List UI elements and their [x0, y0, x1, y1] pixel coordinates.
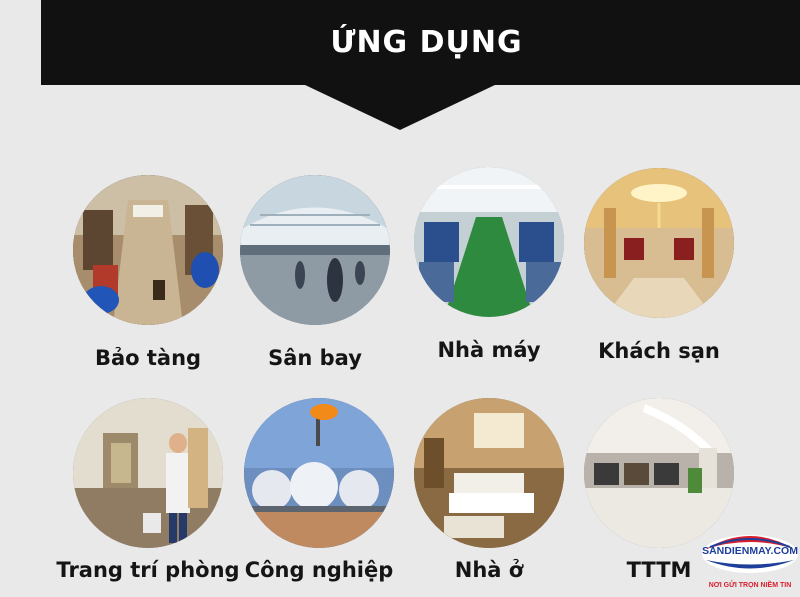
- airport-photo: [240, 175, 390, 325]
- application-label: Nhà máy: [437, 338, 541, 362]
- factory-photo: [414, 167, 564, 317]
- application-item-house: Nhà ở: [414, 398, 564, 582]
- application-label: Trang trí phòng: [56, 558, 240, 582]
- application-item-room-decoration: Trang trí phòng: [56, 398, 240, 582]
- hotel-photo: [584, 168, 734, 318]
- application-item-museum: Bảo tàng: [73, 175, 223, 370]
- brand-logo-graphic: [702, 535, 798, 573]
- header-banner: [41, 0, 800, 85]
- industry-photo: [244, 398, 394, 548]
- application-label: Công nghiệp: [244, 558, 394, 582]
- brand-name: SANDIENMAY.COM: [702, 545, 798, 557]
- room-decoration-photo: [73, 398, 223, 548]
- application-label: TTTM: [626, 558, 692, 582]
- application-label: Bảo tàng: [94, 346, 202, 370]
- page-title: Ứng dụng: [330, 25, 523, 60]
- application-item-hotel: Khách sạn: [584, 168, 734, 363]
- application-label: Khách sạn: [598, 339, 720, 363]
- shopping-mall-photo: [584, 398, 734, 548]
- banner-arrow: [303, 84, 497, 130]
- brand-slogan: NƠI GỬI TRỌN NIỀM TIN: [708, 582, 792, 589]
- application-item-shopping-mall: TTTM: [584, 398, 734, 582]
- application-item-airport: Sân bay: [240, 175, 390, 370]
- application-label: Nhà ở: [454, 558, 524, 582]
- brand-logo: SANDIENMAY.COM NƠI GỬI TRỌN NIỀM TIN: [700, 527, 800, 597]
- application-item-industry: Công nghiệp: [244, 398, 394, 582]
- application-label: Sân bay: [268, 346, 362, 370]
- application-item-factory: Nhà máy: [414, 167, 564, 362]
- house-photo: [414, 398, 564, 548]
- museum-photo: [73, 175, 223, 325]
